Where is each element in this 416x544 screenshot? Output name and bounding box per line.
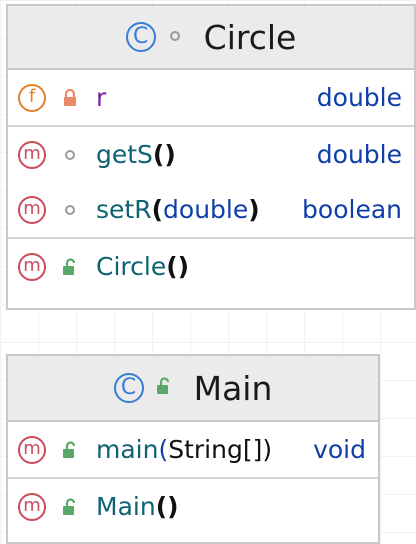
field-icon: f bbox=[18, 83, 46, 112]
constructors-section: m Main() bbox=[8, 479, 378, 534]
unlock-icon bbox=[60, 497, 80, 517]
method-params: String[] bbox=[168, 435, 263, 464]
constructor-signature: Circle() bbox=[96, 252, 189, 281]
class-name: Main bbox=[193, 368, 273, 408]
class-box-main[interactable]: C Main m main(String[]) void m bbox=[6, 354, 380, 544]
method-row[interactable]: m setR(double) boolean bbox=[8, 182, 414, 237]
package-private-icon bbox=[60, 200, 80, 220]
class-name: Circle bbox=[203, 17, 297, 57]
method-row[interactable]: m getS() double bbox=[8, 127, 414, 182]
close-paren: ) bbox=[248, 195, 260, 224]
package-private-icon bbox=[168, 28, 182, 47]
close-paren: ) bbox=[177, 252, 190, 281]
constructors-section: m Circle() bbox=[8, 239, 414, 294]
field-row[interactable]: f r double bbox=[8, 70, 414, 125]
method-name: setR bbox=[96, 195, 152, 224]
open-paren: ( bbox=[166, 252, 178, 281]
class-header-circle[interactable]: C Circle bbox=[8, 6, 414, 70]
constructor-name: Circle bbox=[96, 252, 167, 281]
constructor-signature: Main() bbox=[96, 492, 179, 521]
methods-section: m main(String[]) void bbox=[8, 422, 378, 479]
methods-section: m getS() double m setR(double) boolean bbox=[8, 127, 414, 239]
package-private-icon bbox=[60, 145, 80, 165]
open-paren: ( bbox=[151, 195, 164, 224]
open-paren: ( bbox=[152, 140, 165, 169]
method-signature: setR(double) bbox=[96, 195, 260, 224]
fields-section: f r double bbox=[8, 70, 414, 127]
unlock-icon bbox=[156, 377, 172, 399]
method-icon: m bbox=[18, 435, 46, 464]
method-signature: getS() bbox=[96, 140, 176, 169]
constructor-row[interactable]: m Circle() bbox=[8, 239, 414, 294]
return-type: double bbox=[316, 140, 402, 169]
open-paren: ( bbox=[155, 492, 168, 521]
method-params: double bbox=[163, 195, 249, 224]
method-icon: m bbox=[18, 492, 46, 521]
return-type: void bbox=[313, 435, 366, 464]
method-name: getS bbox=[96, 140, 153, 169]
close-paren: ) bbox=[167, 492, 179, 521]
method-icon: m bbox=[18, 252, 46, 281]
method-name: main bbox=[96, 435, 159, 464]
class-header-main[interactable]: C Main bbox=[8, 356, 378, 422]
method-icon: m bbox=[18, 140, 46, 169]
lock-icon bbox=[60, 88, 80, 108]
method-row[interactable]: m main(String[]) void bbox=[8, 422, 378, 477]
open-paren: ( bbox=[158, 435, 169, 464]
constructor-row[interactable]: m Main() bbox=[8, 479, 378, 534]
unlock-icon bbox=[60, 440, 80, 460]
unlock-icon bbox=[60, 257, 80, 277]
return-type: boolean bbox=[302, 195, 402, 224]
field-type: double bbox=[316, 83, 402, 112]
class-box-circle[interactable]: C Circle f r double m getS() double bbox=[6, 4, 416, 310]
method-icon: m bbox=[18, 195, 46, 224]
class-icon: C bbox=[125, 22, 156, 52]
close-paren: ) bbox=[164, 140, 176, 169]
method-signature: main(String[]) bbox=[96, 435, 272, 464]
class-icon: C bbox=[113, 373, 144, 403]
field-name: r bbox=[96, 83, 107, 112]
close-paren: ) bbox=[262, 435, 273, 464]
constructor-name: Main bbox=[96, 492, 156, 521]
